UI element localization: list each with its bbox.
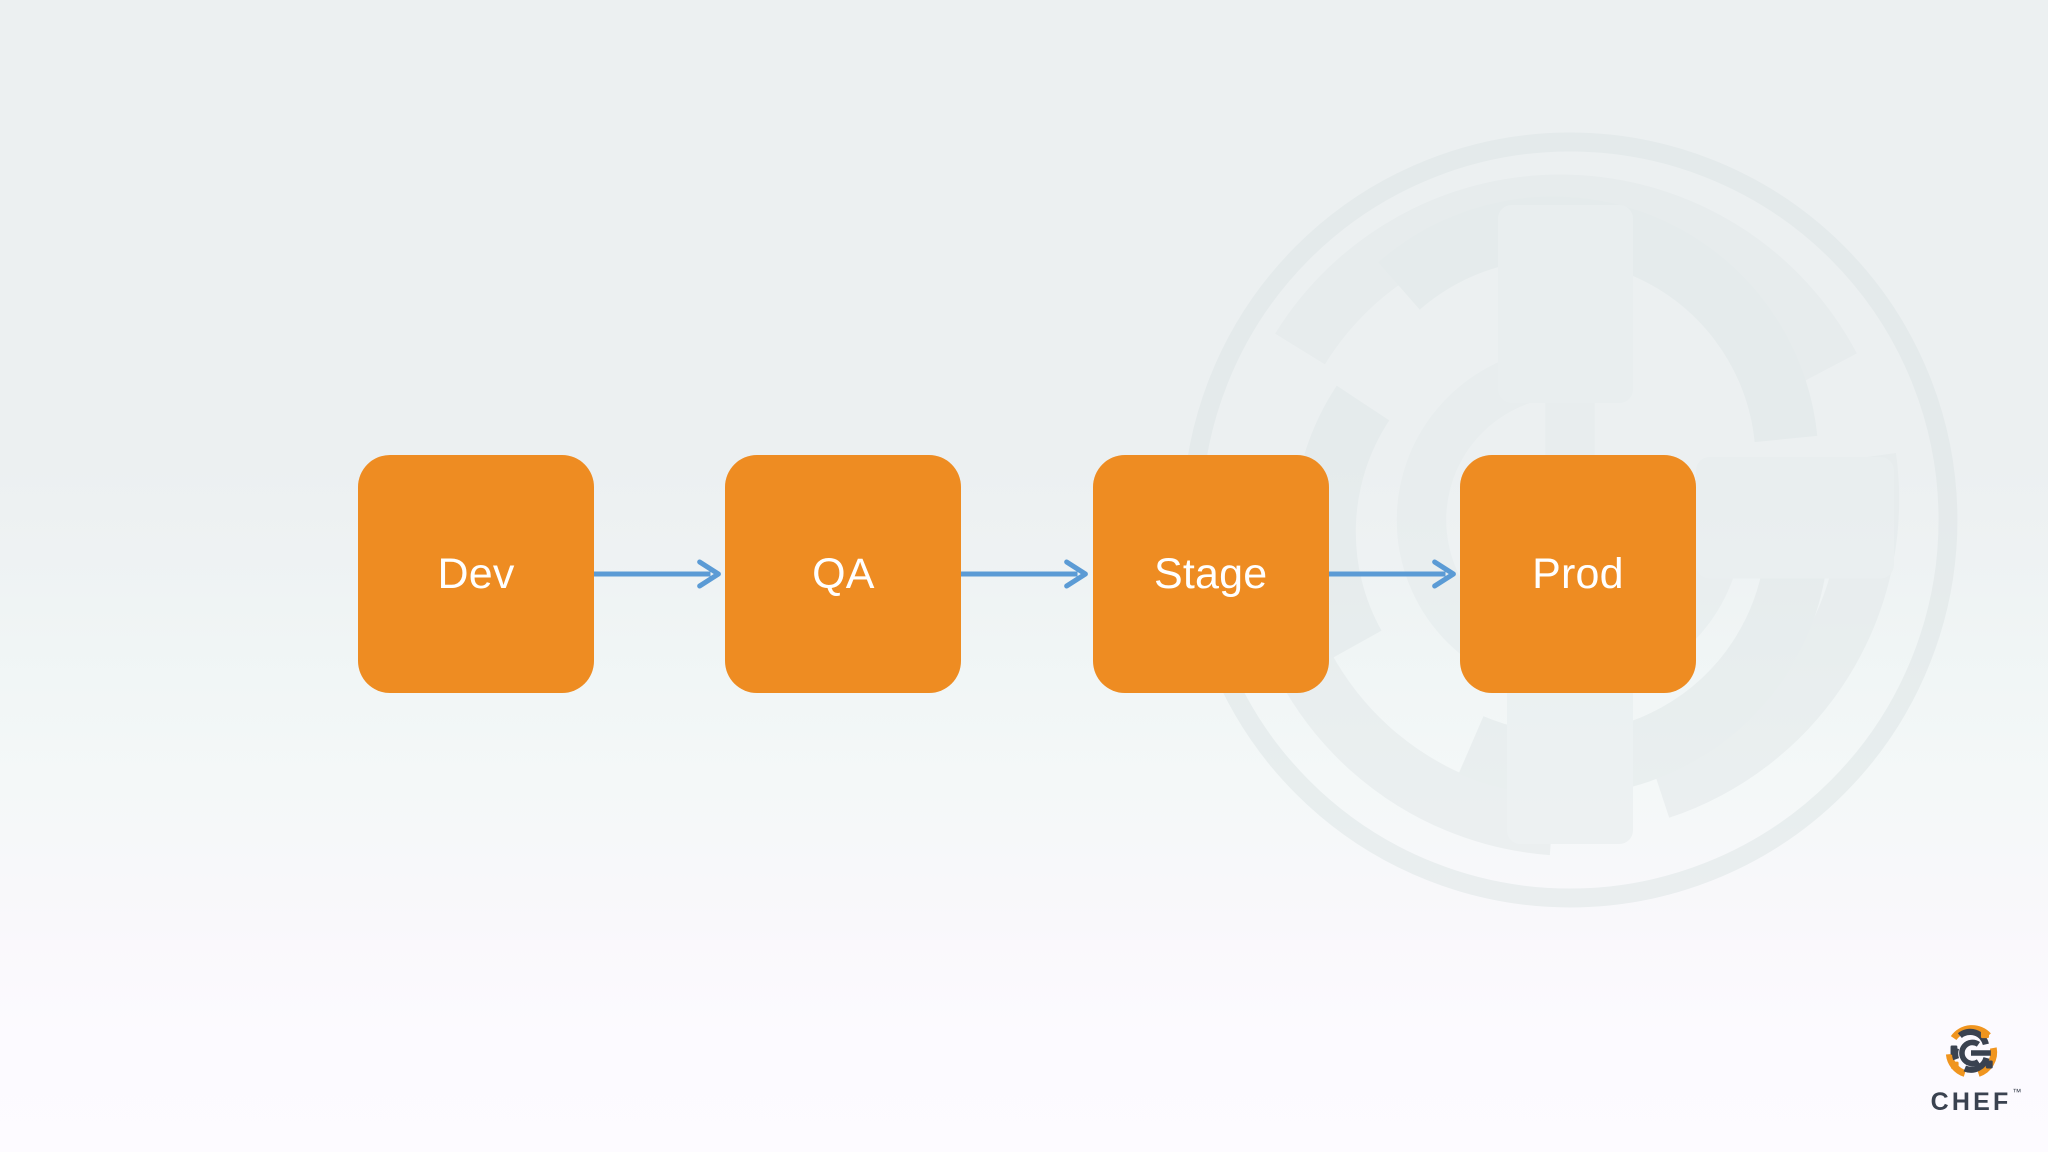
pipeline-node-prod[interactable]: Prod — [1459, 455, 1696, 693]
deployment-pipeline-diagram: Dev QA Stage Prod — [358, 455, 1696, 693]
chef-wordmark-text: CHEF — [1930, 1088, 2012, 1116]
pipeline-node-label: QA — [812, 549, 875, 598]
pipeline-node-stage[interactable]: Stage — [1092, 455, 1329, 693]
chef-logo-mark — [1945, 1025, 1998, 1077]
pipeline-arrow-qa-to-stage — [961, 455, 1092, 693]
pipeline-node-label: Stage — [1153, 549, 1268, 598]
pipeline-arrow-dev-to-qa — [594, 455, 725, 693]
pipeline-node-dev[interactable]: Dev — [358, 455, 594, 693]
pipeline-node-label: Dev — [437, 549, 515, 598]
pipeline-arrow-stage-to-prod — [1329, 455, 1460, 693]
chef-trademark-symbol: ™ — [2012, 1087, 2022, 1097]
pipeline-node-label: Prod — [1532, 549, 1624, 598]
pipeline-node-qa[interactable]: QA — [725, 455, 962, 693]
